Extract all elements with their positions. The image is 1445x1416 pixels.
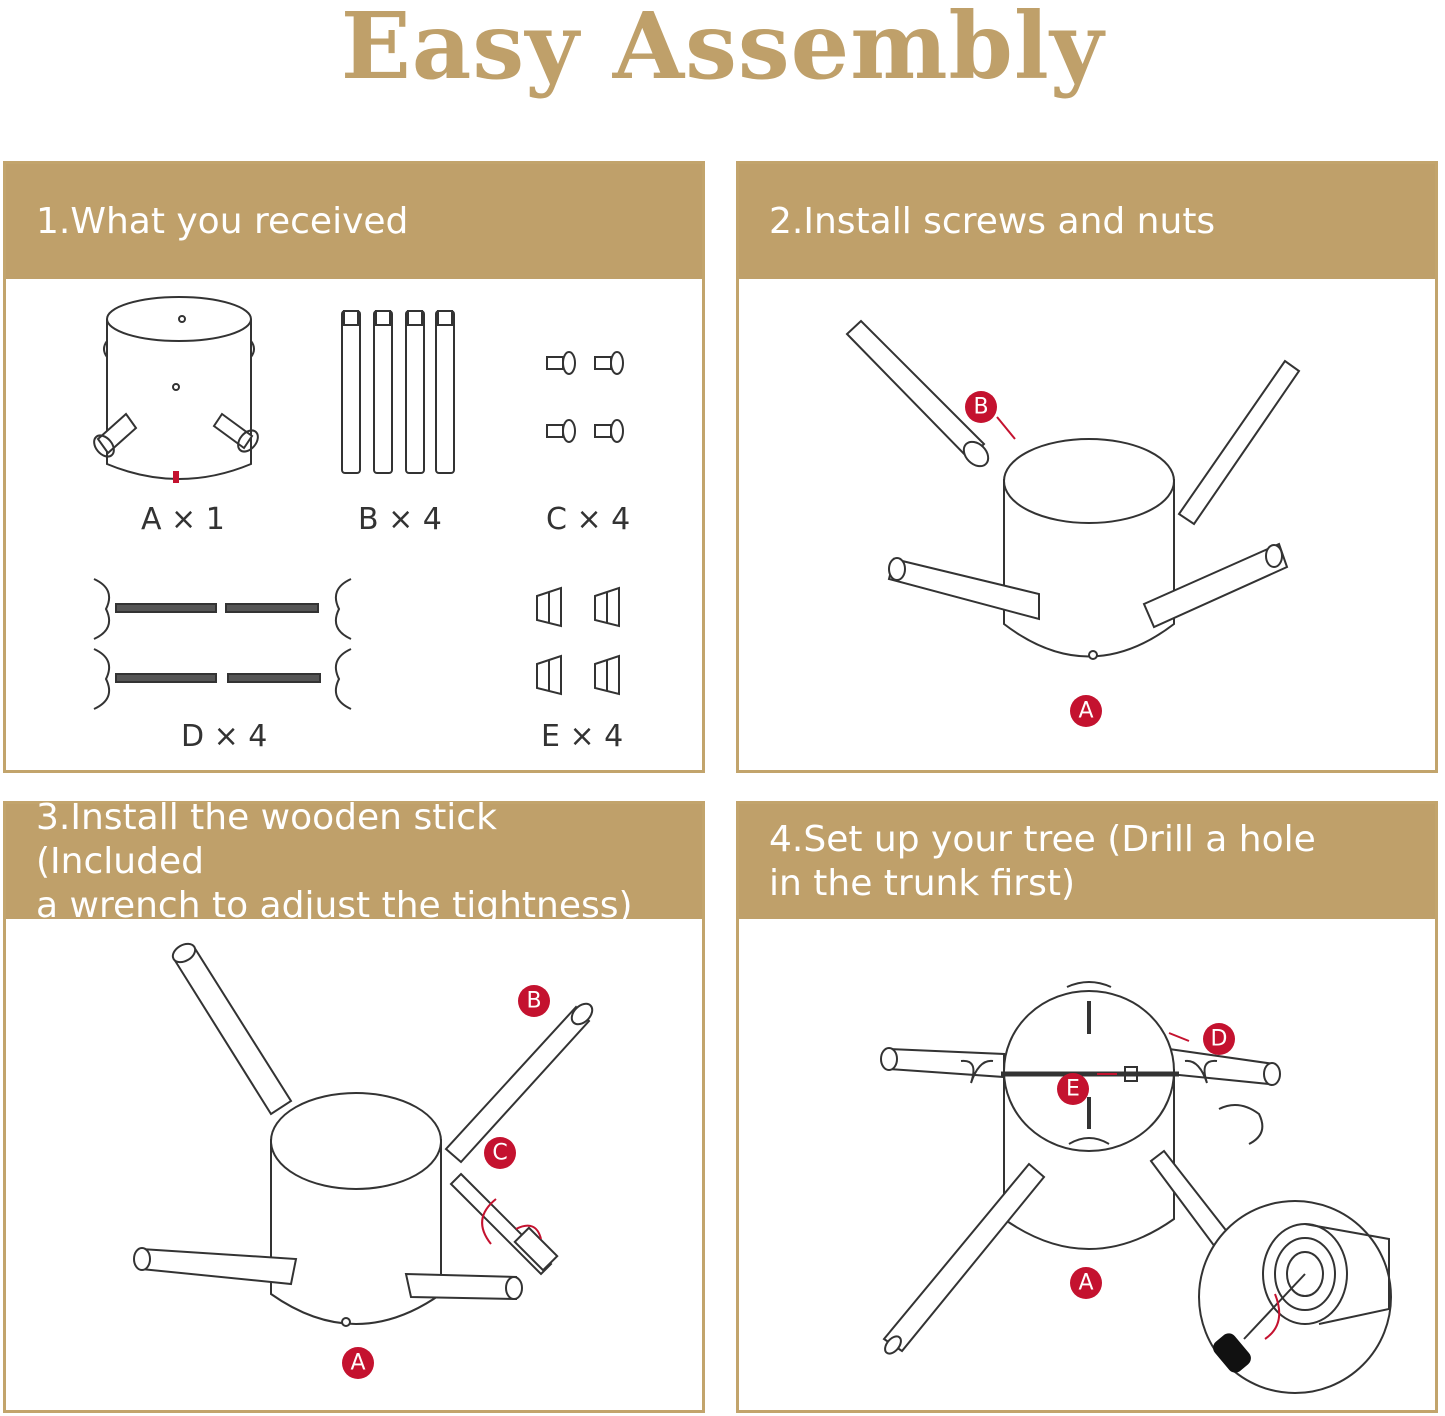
svg-text:B: B	[526, 989, 541, 1014]
wooden-stick-illustration: B C A	[133, 942, 594, 1379]
badge-b: B	[965, 391, 997, 423]
step-1-panel: 1.What you received	[3, 161, 705, 773]
svg-text:B: B	[973, 395, 988, 420]
svg-text:C: C	[492, 1141, 507, 1166]
part-e-label: E × 4	[541, 719, 623, 754]
badge-e: E	[1057, 1073, 1089, 1105]
step-1-heading: 1.What you received	[6, 164, 702, 279]
badge-d: D	[1203, 1023, 1235, 1055]
badge-c: C	[484, 1137, 516, 1169]
badge-a: A	[1070, 695, 1102, 727]
part-a-label: A × 1	[141, 502, 225, 537]
step-3-heading-line-1: 3.Install the wooden stick (Included	[36, 796, 497, 882]
svg-text:D: D	[1211, 1027, 1228, 1052]
parts-illustration: A × 1 B × 4 C × 4 D × 4 E × 4	[93, 296, 630, 754]
badge-b: B	[518, 985, 550, 1017]
svg-text:A: A	[1078, 1271, 1093, 1296]
part-a-stand-icon	[93, 296, 259, 483]
part-d-rods-icon	[93, 578, 352, 710]
step-2-heading: 2.Install screws and nuts	[739, 164, 1435, 279]
tree-setup-illustration: D E A	[880, 981, 1392, 1394]
page-title: Easy Assembly	[340, 0, 1105, 100]
svg-text:E: E	[1066, 1077, 1080, 1102]
step-2-panel: 2.Install screws and nuts B A	[736, 161, 1438, 773]
screws-illustration: B A	[845, 319, 1301, 727]
part-b-label: B × 4	[358, 502, 442, 537]
svg-text:A: A	[350, 1351, 365, 1376]
step-4-heading-line-2: in the trunk first)	[769, 862, 1076, 904]
step-4-panel: 4.Set up your tree (Drill a hole in the …	[736, 801, 1438, 1413]
part-d-label: D × 4	[181, 719, 267, 754]
badge-a: A	[342, 1347, 374, 1379]
step-3-heading-line-2: a wrench to adjust the tightness)	[36, 884, 633, 926]
svg-text:A: A	[1078, 699, 1093, 724]
part-c-screws-icon	[546, 351, 624, 443]
step-4-heading-line-1: 4.Set up your tree (Drill a hole	[769, 818, 1316, 860]
part-b-legs-icon	[341, 310, 455, 474]
part-c-label: C × 4	[546, 502, 630, 537]
step-4-heading: 4.Set up your tree (Drill a hole in the …	[739, 804, 1435, 919]
step-3-panel: 3.Install the wooden stick (Included a w…	[3, 797, 705, 1413]
step-3-heading: 3.Install the wooden stick (Included a w…	[6, 797, 702, 926]
part-e-nuts-icon	[536, 586, 620, 696]
badge-a: A	[1070, 1267, 1102, 1299]
